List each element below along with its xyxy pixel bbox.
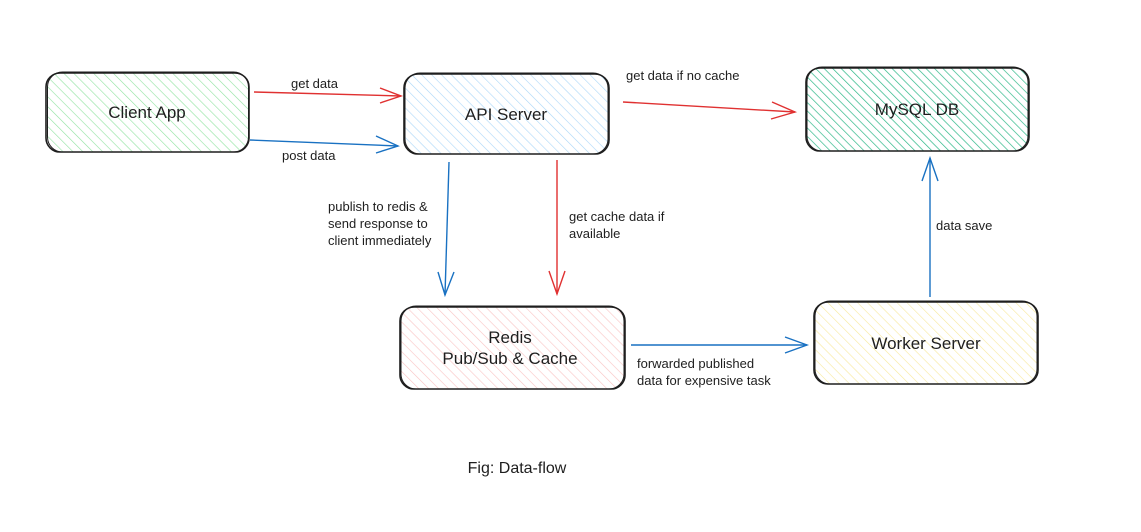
get-data-arrow-head: [379, 87, 404, 104]
edge-publish: [437, 161, 455, 298]
forward-label-line1: forwarded published: [637, 356, 754, 371]
mysql-db-box-outline: [806, 66, 1029, 152]
edge-get-data-if-no-cache: [622, 101, 798, 120]
get-data-if-no-cache-label: get data if no cache: [626, 68, 739, 83]
redis-label-line2: Pub/Sub & Cache: [442, 349, 577, 368]
worker-server-label: Worker Server: [871, 334, 981, 353]
edge-get-data: [253, 87, 404, 104]
redis-box-outline: [400, 305, 625, 390]
forward-arrow-head: [784, 336, 810, 354]
forward-label-line2: data for expensive task: [637, 373, 771, 388]
publish-label-line3: client immediately: [328, 233, 432, 248]
edge-get-cache: [548, 160, 566, 297]
data-save-label: data save: [936, 218, 992, 233]
edge-post-data: [249, 135, 400, 154]
worker-server-box-outline: [814, 300, 1038, 385]
post-data-label: post data: [282, 148, 336, 163]
get-cache-label-line1: get cache data if: [569, 209, 665, 224]
post-data-arrow-head: [375, 135, 400, 154]
figure-caption: Fig: Data-flow: [468, 460, 567, 477]
no-cache-arrow-head: [770, 101, 798, 120]
client-app-box-outline: [47, 71, 249, 153]
mysql-db-node: MySQL DB: [805, 66, 1030, 152]
client-app-label: Client App: [108, 103, 186, 122]
api-server-node: API Server: [403, 72, 610, 155]
post-data-arrow-line: [249, 139, 399, 147]
worker-server-node: Worker Server: [813, 300, 1039, 385]
api-server-label: API Server: [465, 105, 548, 124]
no-cache-arrow-line: [622, 101, 796, 113]
edge-forward: [631, 336, 810, 354]
publish-arrow-line: [444, 161, 450, 296]
mysql-db-label: MySQL DB: [875, 100, 959, 119]
publish-label-line2: send response to: [328, 216, 428, 231]
api-server-box-outline: [404, 72, 609, 155]
redis-box: [399, 306, 626, 390]
redis-node: Redis Pub/Sub & Cache: [399, 305, 626, 390]
client-app-node: Client App: [45, 71, 250, 153]
publish-label-line1: publish to redis &: [328, 199, 428, 214]
get-cache-label-line2: available: [569, 226, 620, 241]
cache-arrow-head: [548, 270, 566, 297]
data-save-arrow-head: [921, 155, 939, 182]
publish-arrow-head: [437, 271, 455, 298]
get-data-label: get data: [291, 76, 339, 91]
edge-data-save: [921, 155, 939, 297]
get-data-arrow-line: [253, 91, 402, 97]
redis-label-line1: Redis: [488, 328, 531, 347]
